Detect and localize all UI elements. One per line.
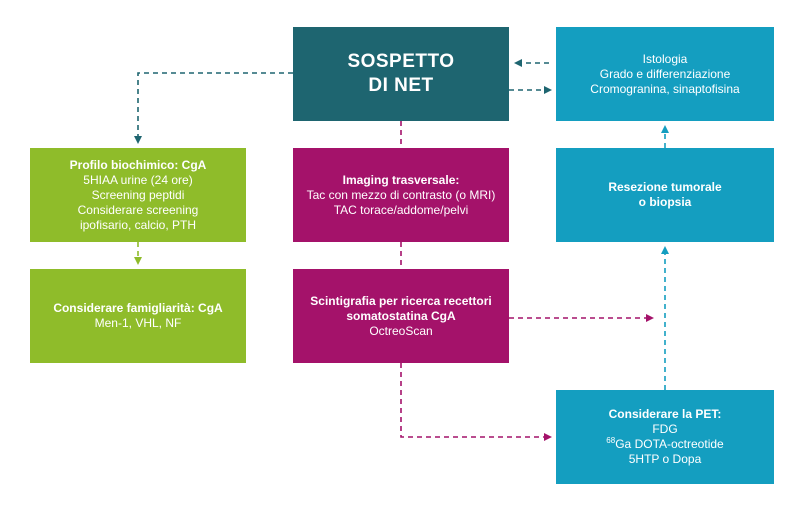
resezione-line1: Resezione tumorale bbox=[608, 180, 722, 194]
pet-isotope-symbol: Ga bbox=[615, 437, 632, 451]
profilo-line: ipofisario, calcio, PTH bbox=[79, 217, 197, 232]
arrow-scintigrafia-to-pet bbox=[400, 363, 552, 441]
arrow-net-to-profilo bbox=[134, 72, 293, 144]
istologia-line: Cromogranina, sinaptofisina bbox=[590, 81, 740, 96]
istologia-line: Istologia bbox=[642, 51, 688, 66]
profilo-line: Considerare screening bbox=[77, 202, 199, 217]
imaging-box: Imaging trasversale: Tac con mezzo di co… bbox=[293, 148, 509, 242]
istologia-line: Grado e differenziazione bbox=[599, 66, 731, 81]
resezione-box: Resezione tumorale o biopsia bbox=[556, 148, 774, 242]
pet-line-ga: 68Ga DOTA-octreotide bbox=[606, 437, 723, 452]
scintigrafia-line2: somatostatina CgA bbox=[346, 308, 456, 323]
scintigrafia-line1: Scintigrafia per ricerca recettori bbox=[310, 293, 492, 308]
imaging-title: Imaging trasversale: bbox=[342, 172, 460, 187]
pet-title: Considerare la PET: bbox=[608, 407, 722, 421]
pet-line: 5HTP o Dopa bbox=[628, 452, 702, 466]
profilo-line: 5HIAA urine (24 ore) bbox=[83, 172, 193, 187]
famiglia-title: Considerare famigliarità: CgA bbox=[53, 301, 223, 315]
pet-isotope-mass: 68 bbox=[606, 436, 616, 445]
sospetto-net-line2: DI NET bbox=[368, 75, 434, 96]
sospetto-net-box: SOSPETTO DI NET bbox=[293, 27, 509, 121]
profilo-title: Profilo biochimico: CgA bbox=[69, 157, 207, 172]
imaging-line: Tac con mezzo di contrasto (o MRI) bbox=[306, 187, 496, 202]
pet-box: Considerare la PET: FDG 68Ga DOTA-octreo… bbox=[556, 390, 774, 484]
profilo-biochimico-box: Profilo biochimico: CgA 5HIAA urine (24 … bbox=[30, 148, 246, 242]
resezione-line2: o biopsia bbox=[638, 195, 692, 209]
scintigrafia-box: Scintigrafia per ricerca recettori somat… bbox=[293, 269, 509, 363]
scintigrafia-line3: OctreoScan bbox=[369, 323, 433, 338]
profilo-line: Screening peptidi bbox=[91, 187, 185, 202]
sospetto-net-line1: SOSPETTO bbox=[347, 51, 455, 72]
imaging-line: TAC torace/addome/pelvi bbox=[333, 202, 469, 217]
famiglia-line: Men-1, VHL, NF bbox=[94, 316, 182, 330]
istologia-box: Istologia Grado e differenziazione Cromo… bbox=[556, 27, 774, 121]
famigliarita-box: Considerare famigliarità: CgA Men-1, VHL… bbox=[30, 269, 246, 363]
pet-line-dota: DOTA-octreotide bbox=[634, 437, 724, 451]
pet-line: FDG bbox=[652, 422, 678, 436]
